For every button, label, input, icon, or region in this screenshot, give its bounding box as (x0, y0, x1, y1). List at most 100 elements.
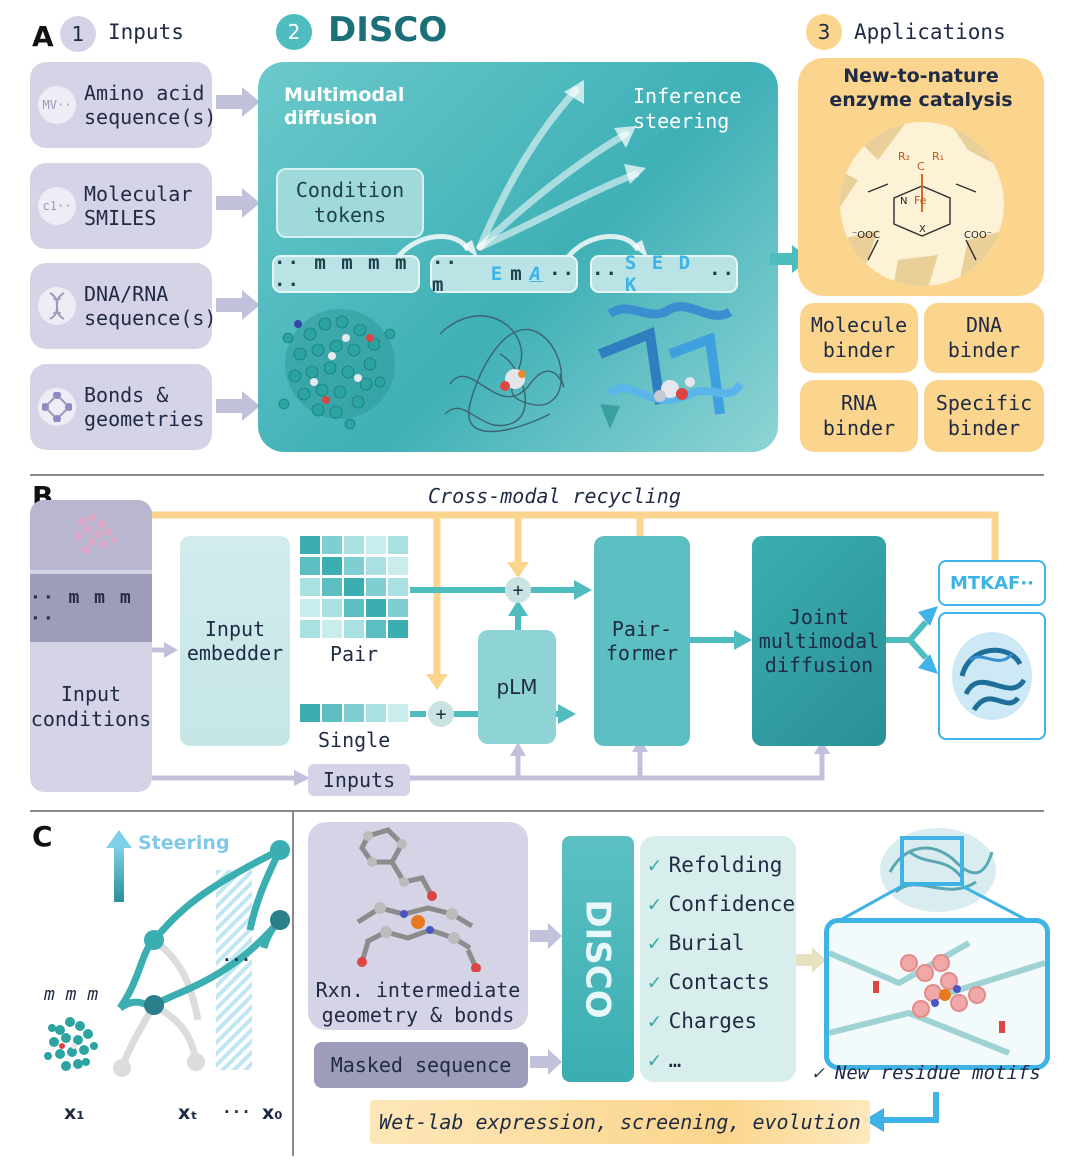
structure-illustrations (278, 302, 744, 433)
residue-motif-zoom (824, 918, 1050, 1070)
single-plus-operator: + (428, 701, 454, 727)
panel-c-letter: C (32, 820, 53, 853)
steering-label: Steering (138, 832, 230, 854)
x1-label: x₁ (64, 1102, 85, 1124)
checklist-to-motif-arrow (796, 947, 826, 973)
output-protein-structure-image (952, 632, 1032, 720)
tokens3-letters: S E D K (624, 252, 693, 296)
new-residue-motifs-label: ✓ New residue motifs (812, 1062, 1041, 1084)
divider-bc (30, 810, 1044, 812)
xt-label: xₜ (178, 1102, 198, 1124)
disco-model-block (562, 836, 634, 1082)
rna-binder-line2: binder (822, 416, 896, 440)
input-amino-line1: Amino acid (84, 81, 205, 105)
joint-line2: multimodal (758, 629, 880, 653)
steering-arrows (396, 80, 648, 259)
disco-title: DISCO (328, 10, 448, 50)
check-more: ✓… (648, 1041, 795, 1080)
chem-ooc: ⁻OOC (852, 230, 881, 241)
input-smiles-line1: Molecular (84, 182, 193, 206)
input-tokens: ·· m m m ·· (30, 574, 152, 642)
check-charges-label: Charges (668, 1009, 758, 1033)
rxn-intermediate-label: Rxn. intermediate geometry & bonds (308, 978, 528, 1028)
check-contacts: ✓Contacts (648, 963, 795, 1002)
filter-checklist-card (640, 836, 796, 1082)
rxn-intermediate-card (308, 822, 528, 1030)
molecule-binder-line1: Molecule (810, 313, 908, 337)
token-bar-final: ·· S E D K ·· (590, 252, 738, 296)
specific-binder-line1: Specific (935, 391, 1033, 415)
x0-label: x₀ (262, 1102, 283, 1124)
tokens2-prefix: ·· m (432, 252, 459, 296)
pair-plus-operator: + (505, 577, 531, 603)
applications-number-badge: 3 (806, 14, 842, 50)
input-conditions-line2: conditions (30, 707, 152, 731)
rxn-intermediate-molecule-image (356, 827, 481, 973)
condition-tokens-box: Condition tokens (276, 168, 424, 238)
steering-up-arrow (106, 830, 132, 902)
applications-title: Applications (854, 20, 1006, 44)
rna-binder-line1: RNA (840, 391, 878, 415)
tokens3-prefix: ·· (592, 263, 619, 285)
input-conditions-line1: Input (60, 682, 122, 706)
trajectory-ellipsis: ··· (222, 950, 251, 969)
hero-line2: enzyme catalysis (829, 89, 1013, 111)
divider-cd (292, 812, 294, 1156)
pairformer-line2: former (605, 641, 679, 665)
smiles-icon: c1·· (38, 187, 76, 225)
tokens2-a: A (529, 263, 544, 285)
check-refolding: ✓Refolding (648, 846, 795, 885)
multimodal-line1: Multimodal (284, 84, 405, 106)
token-bar-masked: ·· m m m m ·· (272, 252, 420, 296)
bond-geometry-icon (38, 388, 76, 426)
chem-n: N (900, 196, 908, 207)
pair-matrix-grid (300, 536, 408, 638)
input-arrows (216, 87, 260, 421)
chem-fe: Fe (914, 194, 927, 207)
masked-sequence-input: Masked sequence (314, 1042, 528, 1088)
input-dna-line1: DNA/RNA (84, 282, 169, 306)
input-bonds-line2: geometries (84, 407, 205, 431)
check-refolding-label: Refolding (668, 853, 783, 877)
tokens2-suffix: ·· (549, 263, 576, 285)
residue-motif-image (829, 940, 1045, 1056)
disco-model-label: DISCO (578, 899, 618, 1019)
joint-line1: Joint (788, 605, 850, 629)
disco-number-badge: 2 (276, 14, 312, 50)
enzyme-catalysis-title: New-to-nature enzyme catalysis (798, 64, 1044, 112)
motif-to-wetlab-arrow (864, 1092, 939, 1132)
inference-steering-label: Inference steering (633, 84, 741, 134)
input-atom-cloud (30, 500, 152, 570)
panel-b-connectors (150, 511, 999, 786)
check-contacts-label: Contacts (668, 970, 770, 994)
check-burial: ✓Burial (648, 924, 795, 963)
xdots-label: ··· (222, 1102, 251, 1121)
plm-block: pLM (478, 630, 556, 744)
hero-line1: New-to-nature (843, 65, 999, 87)
input-bonds-geometries: Bonds &geometries (30, 364, 212, 450)
condition-line2: tokens (313, 203, 387, 227)
inputs-pill: Inputs (308, 764, 410, 796)
output-structure-box (938, 612, 1046, 740)
pair-label: Pair (330, 642, 379, 666)
tokens3-suffix: ·· (709, 263, 736, 285)
output-sequence: MTKAF·· (938, 560, 1046, 606)
heme-carbene-image (840, 122, 1004, 286)
input-conditions-label: Input conditions (30, 682, 152, 732)
wetlab-banner: Wet-lab expression, screening, evolution (370, 1100, 870, 1144)
input-bonds-line1: Bonds & (84, 383, 169, 407)
disco-model-label-wrap: DISCO (562, 836, 634, 1082)
chem-coo: COO⁻ (964, 230, 993, 241)
pairformer-line1: Pair- (611, 617, 673, 641)
single-vector-row (300, 704, 408, 722)
input-dna-line2: sequence(s) (84, 306, 217, 330)
sequence-icon: MV·· (38, 86, 76, 124)
rxn-line1: Rxn. intermediate (315, 978, 521, 1002)
filter-checklist: ✓Refolding ✓Confidence ✓Burial ✓Contacts… (648, 846, 795, 1080)
